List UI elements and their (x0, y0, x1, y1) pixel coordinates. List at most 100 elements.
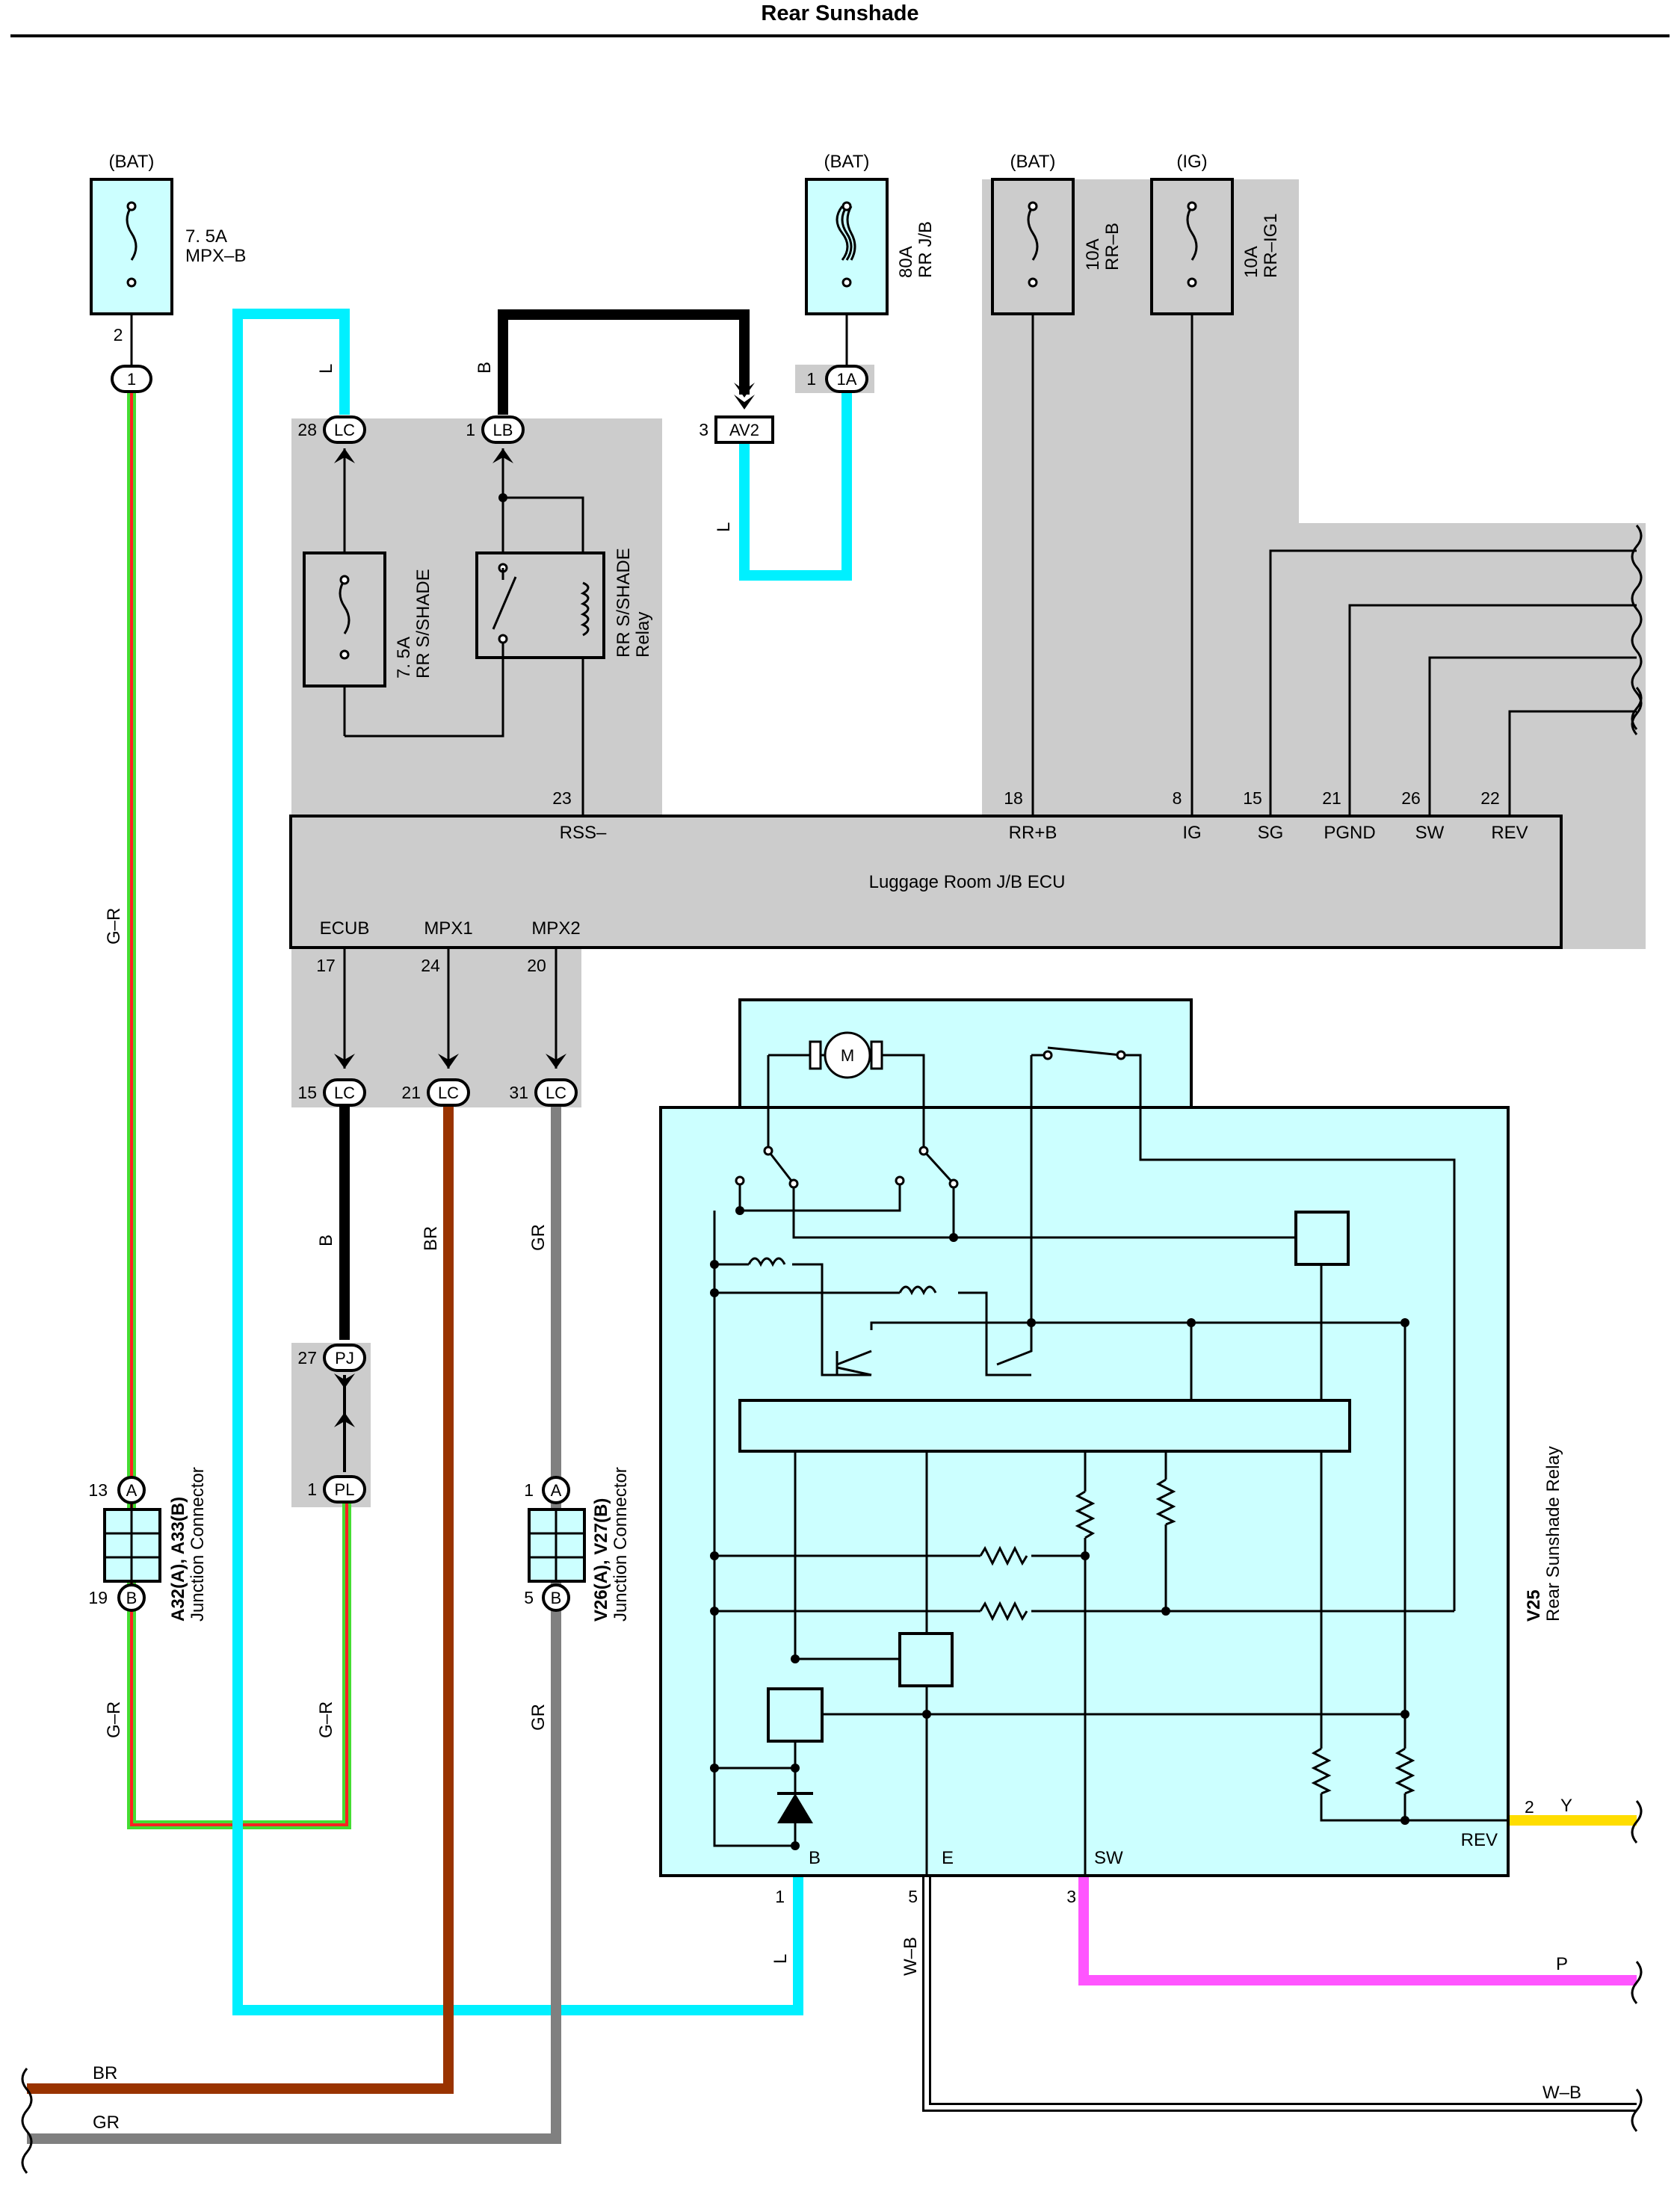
ecu-pin-ecub: ECUB (320, 918, 370, 939)
title-rule (10, 34, 1670, 37)
fuse-rr-b-rating: 10A (1083, 238, 1103, 271)
v25-pin-1: 1 (775, 1887, 785, 1906)
fuse-rr-jb-name: RR J/B (915, 221, 936, 278)
fuse-rr-sshade-rating: 7. 5A (394, 637, 414, 679)
ecu-pin-20: 20 (527, 956, 546, 975)
ecu-box (289, 815, 1563, 949)
a32-b: B (126, 1589, 138, 1607)
wire-b-lb-av2 (498, 309, 750, 415)
av2-code: AV2 (729, 421, 759, 439)
v25-term-sw: SW (1094, 1848, 1123, 1868)
ecu-pin-rev: REV (1491, 823, 1528, 843)
wire-label-br-bottom: BR (93, 2063, 117, 2083)
v26-a: A (551, 1481, 562, 1500)
ecu-pin-mpx2: MPX2 (531, 918, 580, 939)
v26-desc: Junction Connector (611, 1467, 631, 1622)
fuse-mpx-b-name: MPX–B (185, 246, 246, 266)
pj-pin: 27 (297, 1348, 317, 1368)
fuse-rr-jb-source: (BAT) (824, 152, 870, 172)
wire-label-w-b-v: W–B (901, 1937, 921, 1976)
fuse-rr-ig1 (1150, 178, 1234, 315)
wire-label-b-mid: B (316, 1234, 336, 1246)
wire-l-main (232, 309, 803, 2015)
fuse-mpx-b-rating: 7. 5A (185, 226, 227, 247)
break-marks (21, 525, 1643, 2174)
c1-code: 1 (127, 370, 136, 389)
v25-term-e: E (942, 1848, 954, 1868)
ecu-name: Luggage Room J/B ECU (869, 872, 1066, 892)
ecu-pin-26: 26 (1401, 788, 1421, 808)
ecu-pin-rrb: RR+B (1009, 823, 1057, 843)
fuse-rr-sshade (303, 551, 386, 687)
wire-label-br: BR (421, 1226, 441, 1251)
wire-label-gr-bottom: GR (528, 1704, 549, 1731)
lb1-pin: 1 (466, 420, 475, 439)
wire-label-l-av2: L (714, 522, 734, 532)
lc31-pin: 31 (509, 1083, 528, 1102)
wire-gr (27, 1106, 561, 2144)
relay-rr-sshade (475, 493, 605, 684)
v25-term-rev: REV (1461, 1830, 1498, 1850)
ecu-pin-rss: RSS– (560, 823, 607, 843)
relay-name: RR S/SHADE (614, 548, 634, 658)
pl-pin: 1 (307, 1480, 317, 1499)
wire-label-gr-left: GR (93, 2113, 120, 2133)
wire-label-y: Y (1560, 1796, 1572, 1816)
fuse-rr-ig1-rating: 10A (1241, 246, 1261, 278)
fuse-rr-b (991, 178, 1075, 315)
ecu-pin-sw: SW (1415, 823, 1445, 843)
pj-code: PJ (335, 1349, 354, 1368)
c1a-pin: 1 (806, 369, 816, 389)
ecu-pin-22: 22 (1480, 788, 1500, 808)
wire-label-b-top: B (475, 362, 495, 374)
v26-b: B (551, 1589, 562, 1607)
ecu-pin-21: 21 (1322, 788, 1341, 808)
lc28-pin: 28 (297, 420, 317, 439)
v26-name: V26(A), V27(B) (591, 1498, 611, 1622)
lc31-code: LC (546, 1084, 566, 1102)
lc15-pin: 15 (297, 1083, 317, 1102)
ecu-pin-pgnd: PGND (1324, 823, 1375, 843)
connector-ovals (111, 365, 868, 1504)
relay-word: Relay (633, 612, 653, 658)
c1-pin: 2 (114, 325, 123, 344)
wire-w-b (922, 1876, 1637, 2112)
page-title: Rear Sunshade (761, 1, 919, 25)
fuse-rr-b-source: (BAT) (1010, 152, 1056, 172)
v25-pin-5: 5 (908, 1887, 918, 1906)
motor-icon (824, 1031, 871, 1079)
fuse-mpx-b-source: (BAT) (109, 152, 155, 172)
thin-wires (130, 284, 1637, 1069)
fuse-rr-jb-rating: 80A (896, 246, 916, 278)
wire-label-l-top: L (316, 364, 336, 374)
v25-pin-3: 3 (1066, 1887, 1076, 1906)
a32-pin-b: 19 (88, 1588, 108, 1607)
wire-label-g-r-top: G–R (104, 908, 124, 945)
a32-name: A32(A), A33(B) (168, 1497, 188, 1622)
ecu-pin-8: 8 (1173, 788, 1182, 808)
junction-a32 (103, 1476, 161, 1612)
ecu-pin-ig: IG (1182, 823, 1201, 843)
lc21-code: LC (438, 1084, 459, 1102)
ecu-pin-sg: SG (1258, 823, 1284, 843)
pl-code: PL (335, 1480, 355, 1499)
fuse-rr-ig1-name: RR–IG1 (1261, 213, 1281, 278)
wire-labels: L B L G–R B BR GR G–R G–R GR L W–B Y P W… (93, 362, 1581, 2133)
fuse-rr-b-name: RR–B (1102, 223, 1122, 271)
wire-label-g-r-left: G–R (104, 1702, 124, 1738)
fuse-rr-sshade-name: RR S/SHADE (413, 569, 433, 679)
wire-label-p: P (1556, 1954, 1568, 1974)
ecu-pin-18: 18 (1004, 788, 1023, 808)
wire-br (27, 1106, 454, 2094)
av2-pin: 3 (699, 420, 708, 439)
wire-label-w-b-h: W–B (1542, 2083, 1581, 2103)
wire-label-g-r-right: G–R (316, 1702, 336, 1738)
v25-pin-2: 2 (1525, 1797, 1534, 1817)
c1a-code: 1A (837, 370, 857, 389)
motor-label: M (841, 1046, 854, 1065)
v26-pin-a: 1 (524, 1480, 534, 1500)
ecu-pin-23: 23 (552, 788, 572, 808)
fuse-rr-ig1-source: (IG) (1176, 152, 1207, 172)
fuse-mpx-b (90, 178, 173, 315)
lc15-code: LC (334, 1084, 355, 1102)
